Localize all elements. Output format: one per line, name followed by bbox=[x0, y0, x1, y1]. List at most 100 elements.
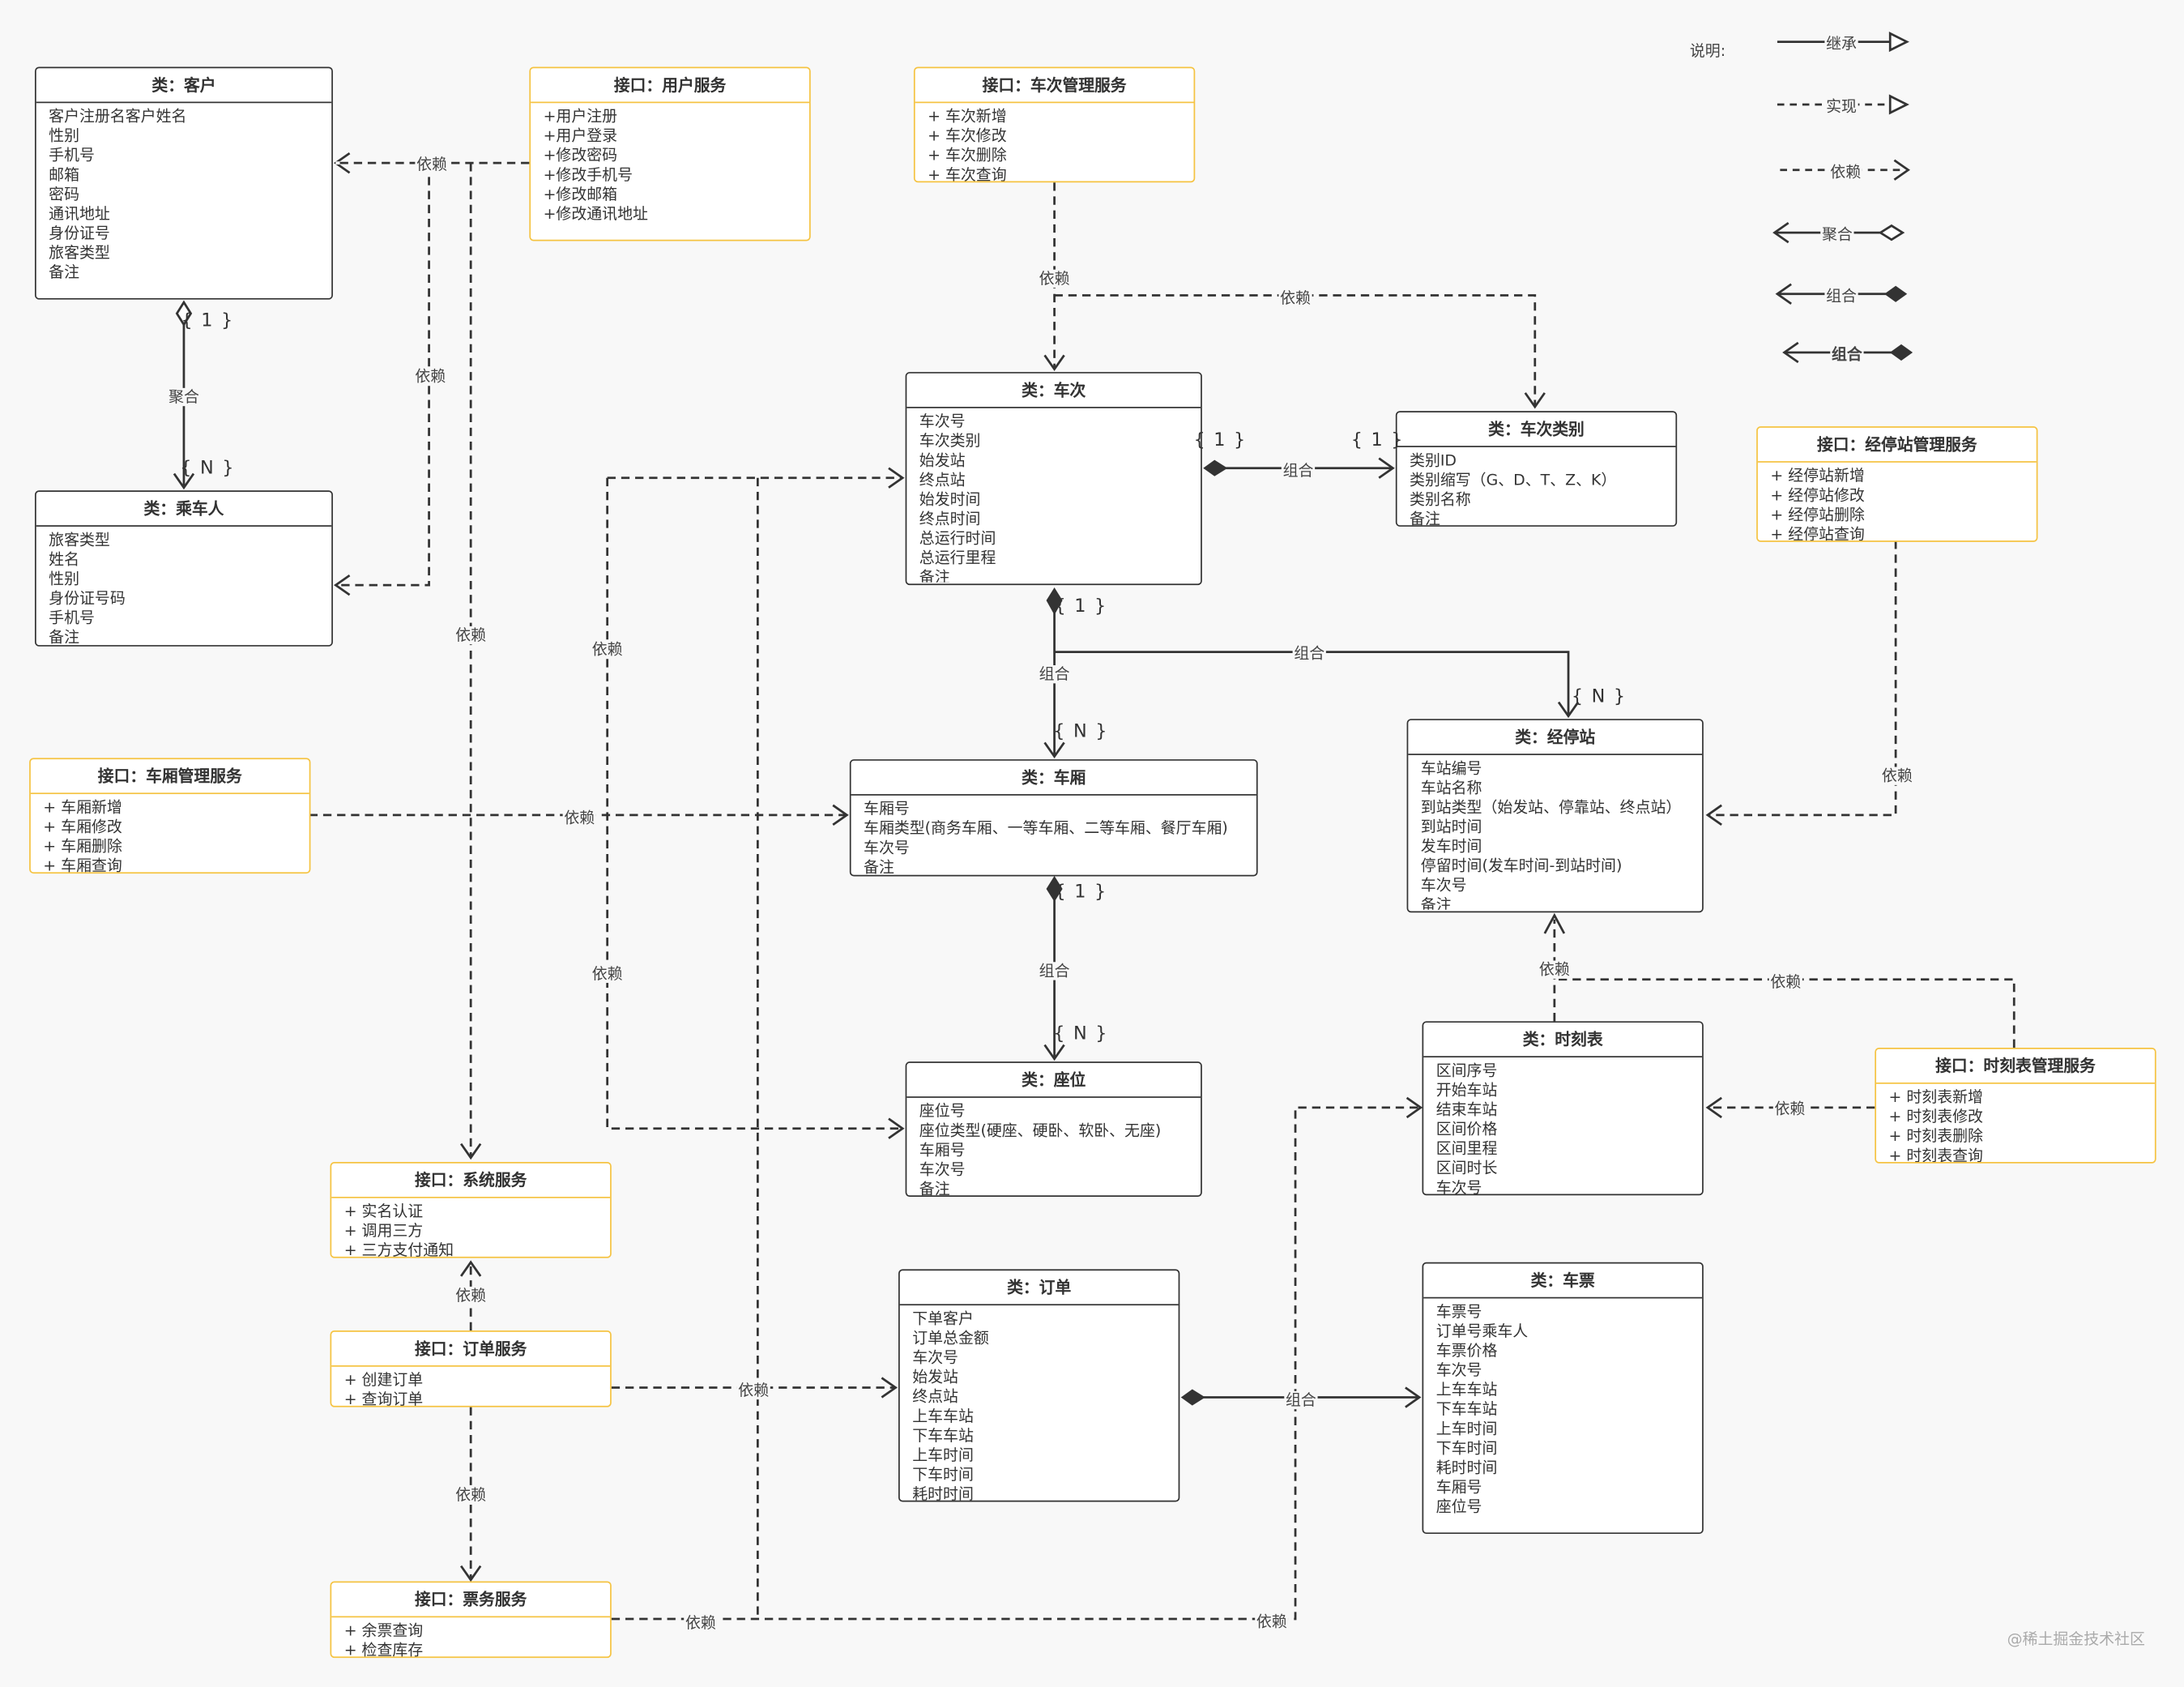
member-row: + 经停站修改 bbox=[1770, 486, 1865, 505]
member-row: 上车时间 bbox=[1435, 1420, 1498, 1438]
iface-system-service[interactable]: 接口：系统服务 + 实名认证+ 调用三方+ 三方支付通知 bbox=[330, 1161, 612, 1258]
class-carriage-title: 类：车厢 bbox=[851, 761, 1256, 796]
iface-user-service[interactable]: 接口：用户服务 +用户注册+用户登录+修改密码+修改手机号+修改邮箱+修改通讯地… bbox=[529, 66, 811, 241]
label-dep-station-mgmt: 依赖 bbox=[1880, 767, 1914, 785]
dep-timetable-to-station-head bbox=[1543, 912, 1566, 934]
member-row: 耗时时间 bbox=[1435, 1459, 1498, 1477]
class-station[interactable]: 类：经停站 车站编号车站名称到站类型（始发站、停靠站、终点站）到站时间发车时间停… bbox=[1406, 719, 1704, 913]
class-ticket[interactable]: 类：车票 车票号订单号乘车人车票价格车次号上车车站下车车站上车时间下车时间耗时时… bbox=[1422, 1262, 1704, 1535]
comp-train-station-head bbox=[1557, 701, 1580, 719]
class-timetable[interactable]: 类：时刻表 区间序号开始车站结束车站区间价格区间里程区间时长车次号 bbox=[1422, 1021, 1704, 1196]
iface-train-mgmt[interactable]: 接口：车次管理服务 + 车次新增+ 车次修改+ 车次删除+ 车次查询 bbox=[913, 66, 1196, 183]
mult-seat-n: { N } bbox=[1053, 1023, 1109, 1045]
member-row: + 余票查询 bbox=[343, 1621, 424, 1640]
legend-realize-label: 实现 bbox=[1824, 94, 1858, 117]
legend-realize-triangle bbox=[1888, 94, 1909, 115]
member-row: 性别 bbox=[49, 126, 80, 145]
legend-title: 说明: bbox=[1689, 41, 1726, 60]
label-dep-system-train: 依赖 bbox=[591, 640, 625, 659]
legend-inherit-triangle bbox=[1888, 32, 1909, 53]
label-dep-user-customer: 依赖 bbox=[415, 155, 449, 174]
member-row: 区间时长 bbox=[1435, 1159, 1498, 1177]
legend-comp2-head bbox=[1782, 341, 1799, 364]
class-passenger[interactable]: 类：乘车人 旅客类型姓名性别身份证号码手机号备注 bbox=[34, 490, 333, 647]
member-row: 车次号 bbox=[1420, 876, 1467, 895]
member-row: + 创建订单 bbox=[343, 1370, 424, 1390]
class-seat[interactable]: 类：座位 座位号座位类型(硬座、硬卧、软卧、无座)车厢号车次号备注 bbox=[905, 1061, 1202, 1197]
dep-order-service-to-system-head bbox=[459, 1260, 482, 1277]
class-customer[interactable]: 类：客户 客户注册名客户姓名性别手机号邮箱密码通讯地址身份证号旅客类型备注 bbox=[34, 66, 333, 300]
member-row: 备注 bbox=[919, 1180, 950, 1196]
iface-order-service[interactable]: 接口：订单服务 + 创建订单+ 查询订单 bbox=[330, 1330, 612, 1407]
member-row: 旅客类型 bbox=[49, 243, 110, 263]
label-dep-order-ticket-service: 依赖 bbox=[454, 1485, 488, 1505]
mult-carriage-n: { N } bbox=[1053, 721, 1109, 743]
agg-customer-diamond bbox=[175, 300, 193, 327]
member-row: +用户登录 bbox=[543, 126, 618, 145]
legend-agg-diamond bbox=[1878, 224, 1905, 241]
iface-station-mgmt[interactable]: 接口：经停站管理服务 + 经停站新增+ 经停站修改+ 经停站删除+ 经停站查询 bbox=[1756, 426, 2038, 542]
label-comp-train-type: 组合 bbox=[1281, 461, 1316, 480]
member-row: 车次号 bbox=[912, 1348, 958, 1367]
label-dep-timetable-station: 依赖 bbox=[1538, 960, 1572, 979]
class-train[interactable]: 类：车次 车次号车次类别始发站终点站始发时间终点时间总运行时间总运行里程备注 bbox=[905, 372, 1202, 586]
member-row: 开始车站 bbox=[1435, 1081, 1498, 1100]
member-row: 始发站 bbox=[919, 451, 966, 470]
class-train-type-title: 类：车次类别 bbox=[1397, 412, 1676, 447]
member-row: 上车时间 bbox=[912, 1446, 974, 1465]
dep-user-to-system-head bbox=[459, 1142, 482, 1160]
iface-ticket-service-ops: + 余票查询+ 检查库存 bbox=[331, 1617, 610, 1656]
legend-comp-diamond bbox=[1883, 285, 1908, 302]
dep-to-train-head bbox=[888, 467, 905, 489]
member-row: 下车时间 bbox=[912, 1465, 974, 1484]
iface-carriage-mgmt[interactable]: 接口：车厢管理服务 + 车厢新增+ 车厢修改+ 车厢删除+ 车厢查询 bbox=[29, 758, 311, 874]
member-row: 停留时间(发车时间-到站时间) bbox=[1420, 856, 1623, 875]
dep-ticket-service-to-timetable-head bbox=[1406, 1096, 1423, 1119]
member-row: 类别缩写（G、D、T、Z、K） bbox=[1410, 471, 1617, 489]
member-row: 订单总金额 bbox=[912, 1329, 989, 1347]
member-row: 车次号 bbox=[1435, 1360, 1482, 1380]
iface-ticket-service[interactable]: 接口：票务服务 + 余票查询+ 检查库存 bbox=[330, 1581, 612, 1659]
member-row: 区间里程 bbox=[1435, 1139, 1498, 1158]
member-row: 邮箱 bbox=[49, 165, 80, 184]
member-row: 备注 bbox=[864, 858, 894, 875]
member-row: 车票号 bbox=[1435, 1302, 1482, 1321]
iface-train-mgmt-ops: + 车次新增+ 车次修改+ 车次删除+ 车次查询 bbox=[915, 103, 1194, 181]
legend-comp-head bbox=[1775, 283, 1792, 305]
dep-user-to-passenger-head bbox=[333, 574, 351, 596]
member-row: 密码 bbox=[49, 185, 80, 204]
member-row: 身份证号 bbox=[49, 224, 110, 243]
member-row: 座位号 bbox=[919, 1102, 966, 1121]
member-row: +修改密码 bbox=[543, 146, 618, 164]
legend-comp2-diamond bbox=[1889, 344, 1913, 361]
label-dep-order-service-order: 依赖 bbox=[736, 1381, 770, 1400]
dep-to-seat-head bbox=[888, 1117, 905, 1139]
member-row: 车厢类型(商务车厢、一等车厢、二等车厢、餐厅车厢) bbox=[864, 819, 1228, 838]
label-dep-train-mgmt-type: 依赖 bbox=[1278, 288, 1312, 308]
class-train-title: 类：车次 bbox=[906, 374, 1201, 408]
member-row: 车次号 bbox=[864, 839, 910, 857]
label-comp-train-carriage: 组合 bbox=[1037, 665, 1072, 684]
iface-timetable-mgmt[interactable]: 接口：时刻表管理服务 + 时刻表新增+ 时刻表修改+ 时刻表删除+ 时刻表查询 bbox=[1875, 1047, 2156, 1164]
member-row: 类别ID bbox=[1410, 451, 1457, 470]
member-row: + 车次修改 bbox=[928, 126, 1007, 145]
legend-depend-head bbox=[1893, 159, 1910, 181]
iface-user-service-ops: +用户注册+用户登录+修改密码+修改手机号+修改邮箱+修改通讯地址 bbox=[531, 103, 809, 224]
label-comp-train-station: 组合 bbox=[1292, 644, 1326, 663]
member-row: + 车厢删除 bbox=[43, 837, 122, 856]
dep-station-mgmt-to-station bbox=[1707, 540, 1897, 817]
class-carriage[interactable]: 类：车厢 车厢号车厢类型(商务车厢、一等车厢、二等车厢、餐厅车厢)车次号备注 bbox=[849, 759, 1258, 877]
comp-order-ticket-diamond bbox=[1180, 1389, 1205, 1406]
class-order[interactable]: 类：订单 下单客户订单总金额车次号始发站终点站上车车站下车车站上车时间下车时间耗… bbox=[898, 1269, 1180, 1502]
class-station-title: 类：经停站 bbox=[1408, 720, 1703, 755]
class-station-attrs: 车站编号车站名称到站类型（始发站、停靠站、终点站）到站时间发车时间停留时间(发车… bbox=[1408, 755, 1702, 910]
member-row: 车票价格 bbox=[1435, 1341, 1498, 1360]
member-row: 车次号 bbox=[919, 1160, 966, 1179]
dep-user-to-passenger bbox=[335, 163, 430, 587]
dep-train-mgmt-to-train-head bbox=[1043, 354, 1065, 372]
class-timetable-attrs: 区间序号开始车站结束车站区间价格区间里程区间时长车次号 bbox=[1423, 1057, 1702, 1194]
class-passenger-title: 类：乘车人 bbox=[36, 492, 332, 527]
